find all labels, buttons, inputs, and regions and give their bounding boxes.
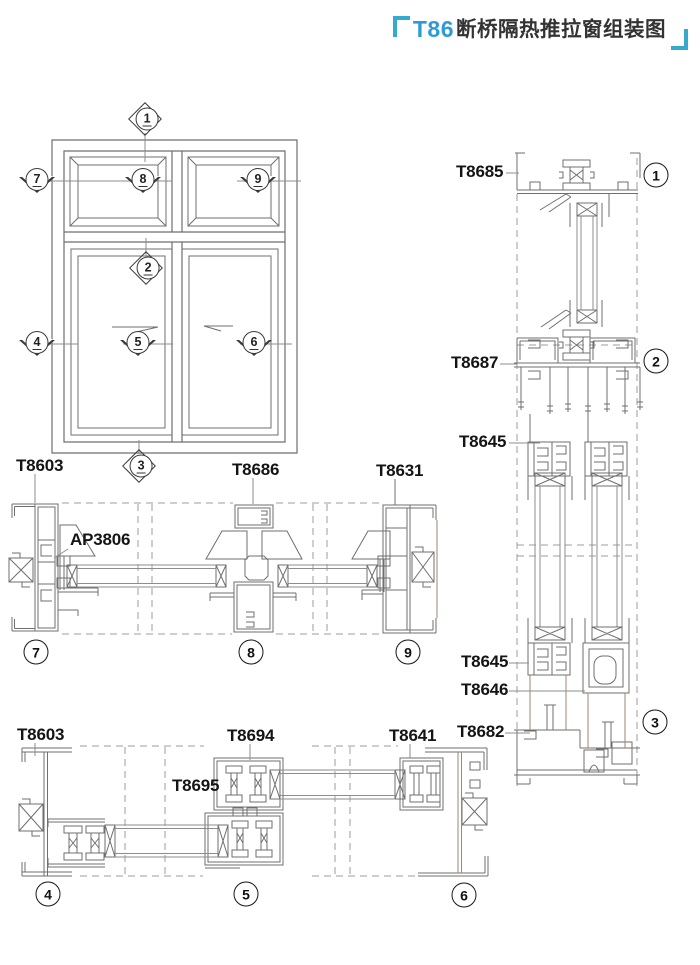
detail-callout-3: 3 bbox=[642, 709, 668, 735]
horizontal-section-789 bbox=[8, 474, 437, 634]
title-bracket-open-icon bbox=[392, 16, 410, 37]
title-series-code: T86 bbox=[412, 16, 454, 42]
cut-marker-3: 3 bbox=[121, 448, 157, 484]
title-text: 断桥隔热推拉窗组装图 bbox=[456, 18, 666, 41]
accent-lines bbox=[436, 520, 626, 873]
part-label-t8646: T8646 bbox=[461, 680, 509, 699]
cut-marker-9: 9 bbox=[239, 168, 277, 202]
part-label-t8687: T8687 bbox=[451, 353, 499, 372]
part-label-t8603-mid: T8603 bbox=[16, 456, 64, 475]
part-label-t8603-bottom: T8603 bbox=[17, 725, 65, 744]
cut-marker-2: 2 bbox=[128, 250, 164, 286]
part-label-t8645-lower: T8645 bbox=[461, 652, 509, 671]
cut-marker-4: 4 bbox=[18, 331, 56, 365]
part-label-t8695: T8695 bbox=[172, 776, 220, 795]
drawing-title: T86 断桥隔热推拉窗组装图 bbox=[392, 16, 688, 50]
part-label-t8694: T8694 bbox=[227, 726, 275, 745]
cut-marker-8: 8 bbox=[124, 168, 162, 202]
cut-marker-1: 1 bbox=[127, 101, 163, 137]
detail-callout-4: 4 bbox=[35, 881, 61, 907]
detail-callout-6: 6 bbox=[451, 882, 477, 908]
part-label-t8686: T8686 bbox=[232, 460, 280, 479]
cut-marker-7: 7 bbox=[18, 168, 56, 202]
part-label-t8685: T8685 bbox=[456, 162, 504, 181]
detail-callout-7: 7 bbox=[23, 639, 49, 665]
detail-callout-9: 9 bbox=[395, 639, 421, 665]
detail-callout-5: 5 bbox=[233, 881, 259, 907]
detail-callout-2: 2 bbox=[643, 348, 669, 374]
part-label-t8682: T8682 bbox=[457, 722, 505, 741]
detail-callout-1: 1 bbox=[643, 162, 669, 188]
part-label-t8641: T8641 bbox=[389, 726, 437, 745]
vertical-section-123 bbox=[500, 152, 643, 785]
part-label-t8645-upper: T8645 bbox=[459, 432, 507, 451]
horizontal-section-456 bbox=[18, 743, 489, 877]
part-label-ap3806: AP3806 bbox=[70, 530, 131, 549]
cut-marker-5: 5 bbox=[119, 331, 157, 365]
part-label-t8631: T8631 bbox=[376, 461, 424, 480]
title-bracket-close-icon bbox=[671, 29, 688, 50]
cut-marker-6: 6 bbox=[235, 331, 273, 365]
detail-callout-8: 8 bbox=[238, 639, 264, 665]
